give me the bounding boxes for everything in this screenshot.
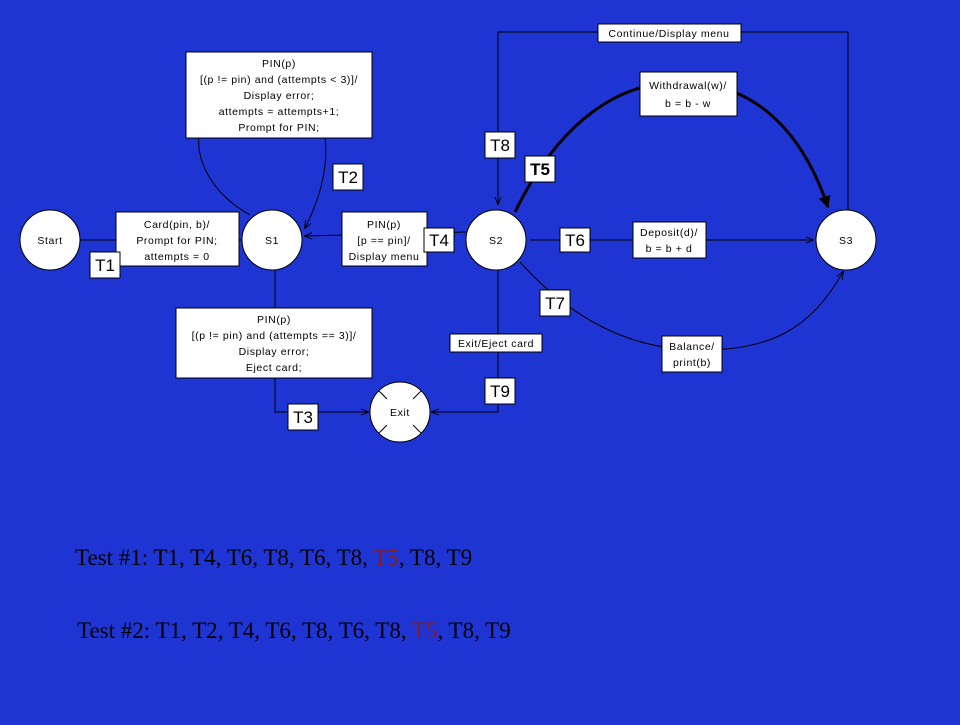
state-s2-label: S2 (489, 235, 503, 247)
transition-t3-box: PIN(p) [(p != pin) and (attempts == 3)]/… (175, 307, 373, 379)
svg-text:T5: T5 (530, 160, 550, 179)
state-s2[interactable]: S2 (465, 209, 527, 271)
svg-text:[p == pin]/: [p == pin]/ (357, 235, 410, 247)
svg-text:T9: T9 (490, 382, 510, 401)
svg-text:attempts = attempts+1;: attempts = attempts+1; (219, 106, 340, 118)
test-2: Test #2: T1, T2, T4, T6, T8, T6, T8, T5,… (77, 618, 511, 644)
transition-t2-box: PIN(p) [(p != pin) and (attempts < 3)]/ … (185, 51, 373, 139)
state-exit[interactable]: Exit (369, 381, 431, 443)
svg-text:[(p != pin) and (attempts == 3: [(p != pin) and (attempts == 3)]/ (192, 330, 357, 342)
svg-text:Card(pin, b)/: Card(pin, b)/ (144, 219, 210, 231)
svg-text:Deposit(d)/: Deposit(d)/ (640, 227, 698, 239)
test-1-suffix: , T8, T9 (398, 545, 473, 570)
state-s1-label: S1 (265, 235, 279, 247)
svg-text:b = b - w: b = b - w (665, 98, 711, 110)
svg-text:PIN(p): PIN(p) (257, 314, 291, 326)
t8-tag: T8 (484, 131, 516, 159)
svg-text:Display error;: Display error; (239, 346, 310, 358)
state-exit-label: Exit (390, 407, 410, 419)
t3-tag: T3 (287, 403, 319, 431)
t9-tag: T9 (484, 377, 516, 405)
svg-text:Continue/Display menu: Continue/Display menu (608, 28, 729, 40)
transition-t9-box: Exit/Eject card (449, 333, 543, 353)
svg-text:PIN(p): PIN(p) (262, 58, 296, 70)
svg-text:T4: T4 (429, 231, 449, 250)
svg-text:[(p != pin) and (attempts < 3): [(p != pin) and (attempts < 3)]/ (200, 74, 358, 86)
svg-text:T2: T2 (338, 168, 358, 187)
edge-s3-s2 (498, 31, 849, 210)
svg-text:T8: T8 (490, 136, 510, 155)
svg-text:Eject card;: Eject card; (246, 362, 302, 374)
test-1-highlight: T5 (373, 545, 399, 570)
test-1-prefix: Test #1: T1, T4, T6, T8, T6, T8, (75, 545, 374, 570)
t6-tag: T6 (559, 227, 591, 253)
test-1: Test #1: T1, T4, T6, T8, T6, T8, T5, T8,… (75, 545, 472, 571)
svg-text:print(b): print(b) (673, 357, 711, 369)
edge-s2-exit (432, 270, 499, 412)
transition-t8-box: Continue/Display menu (597, 23, 742, 43)
transition-t5-box: Withdrawal(w)/ b = b - w (639, 71, 738, 117)
svg-text:Exit/Eject card: Exit/Eject card (458, 338, 534, 350)
svg-text:attempts = 0: attempts = 0 (144, 251, 209, 263)
transition-t1-box: Card(pin, b)/ Prompt for PIN; attempts =… (115, 211, 240, 267)
t5-tag: T5 (524, 155, 556, 183)
svg-text:Display menu: Display menu (349, 251, 420, 263)
state-s3-label: S3 (839, 235, 853, 247)
svg-text:T7: T7 (545, 294, 565, 313)
svg-text:Balance/: Balance/ (669, 341, 715, 353)
t2-tag: T2 (332, 163, 364, 191)
svg-text:PIN(p): PIN(p) (367, 219, 401, 231)
svg-text:Withdrawal(w)/: Withdrawal(w)/ (649, 80, 727, 92)
svg-text:T6: T6 (565, 231, 585, 250)
test-2-prefix: Test #2: T1, T2, T4, T6, T8, T6, T8, (77, 618, 412, 643)
transition-t4-box: PIN(p) [p == pin]/ Display menu (341, 211, 428, 267)
svg-text:Prompt for PIN;: Prompt for PIN; (238, 122, 319, 134)
svg-text:Display error;: Display error; (244, 90, 315, 102)
svg-text:T1: T1 (95, 256, 115, 275)
state-start[interactable]: Start (19, 209, 81, 271)
svg-text:T3: T3 (293, 408, 313, 427)
svg-text:b = b + d: b = b + d (646, 243, 693, 255)
svg-text:Prompt for PIN;: Prompt for PIN; (136, 235, 217, 247)
state-s3[interactable]: S3 (815, 209, 877, 271)
transition-t6-box: Deposit(d)/ b = b + d (632, 221, 707, 259)
test-2-suffix: , T8, T9 (437, 618, 511, 643)
t1-tag: T1 (89, 251, 121, 279)
state-start-label: Start (37, 235, 62, 247)
transition-t7-box: Balance/ print(b) (661, 335, 723, 373)
state-s1[interactable]: S1 (241, 209, 303, 271)
test-2-highlight: T5 (411, 618, 438, 643)
t7-tag: T7 (539, 289, 571, 317)
t4-tag: T4 (423, 227, 455, 253)
